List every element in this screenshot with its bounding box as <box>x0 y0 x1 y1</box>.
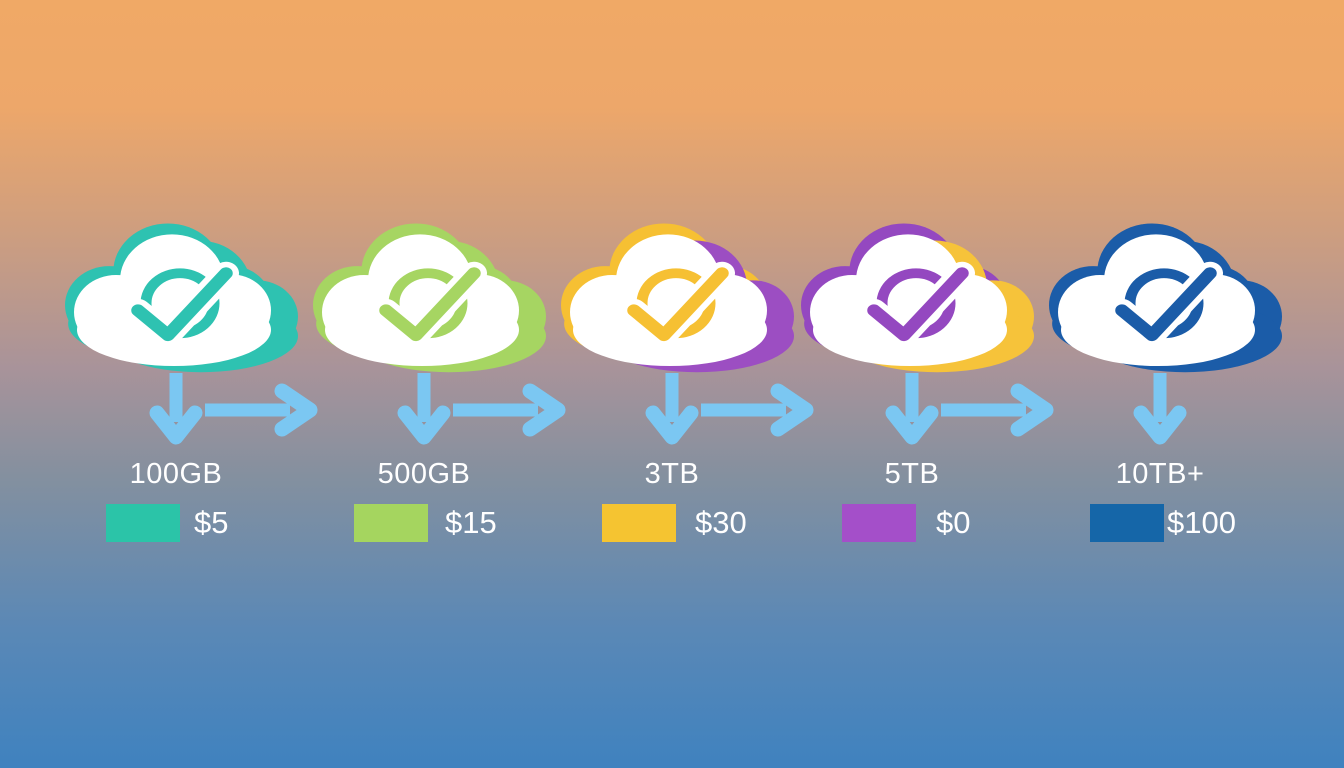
color-swatch <box>354 504 428 542</box>
down-arrow-icon <box>149 373 203 445</box>
storage-label: 10TB+ <box>1115 458 1205 490</box>
color-swatch <box>842 504 916 542</box>
storage-label: 3TB <box>644 458 700 490</box>
color-swatch <box>1090 504 1164 542</box>
cloud-check-icon <box>313 223 546 373</box>
cloud-front <box>570 234 767 367</box>
right-arrow-icon <box>701 383 814 437</box>
check-mark <box>131 267 233 342</box>
cloud-check-icon <box>1049 223 1282 373</box>
cloud-front <box>74 234 271 367</box>
down-arrow-icon <box>397 373 451 445</box>
cloud-check-icon <box>65 223 298 373</box>
cloud-front <box>322 234 519 367</box>
price-label: $5 <box>194 505 229 540</box>
cloud-check-icon <box>561 223 794 373</box>
price-label: $15 <box>445 505 497 540</box>
down-arrow-icon <box>885 373 939 445</box>
down-arrow-icon <box>645 373 699 445</box>
right-arrow-icon <box>453 383 566 437</box>
check-mark <box>379 267 481 342</box>
price-label: $0 <box>936 505 971 540</box>
color-swatch <box>106 504 180 542</box>
price-label: $100 <box>1167 505 1236 540</box>
check-mark <box>867 267 969 342</box>
right-arrow-icon <box>205 383 318 437</box>
cloud-front <box>810 234 1007 367</box>
storage-label: 100GB <box>129 458 223 490</box>
cloud-front <box>1058 234 1255 367</box>
storage-label: 500GB <box>377 458 471 490</box>
down-arrow-icon <box>1133 373 1187 445</box>
price-label: $30 <box>695 505 747 540</box>
color-swatch <box>602 504 676 542</box>
cloud-check-icon <box>801 223 1034 373</box>
check-mark <box>627 267 729 342</box>
storage-label: 5TB <box>884 458 940 490</box>
check-mark <box>1115 267 1217 342</box>
right-arrow-icon <box>941 383 1054 437</box>
